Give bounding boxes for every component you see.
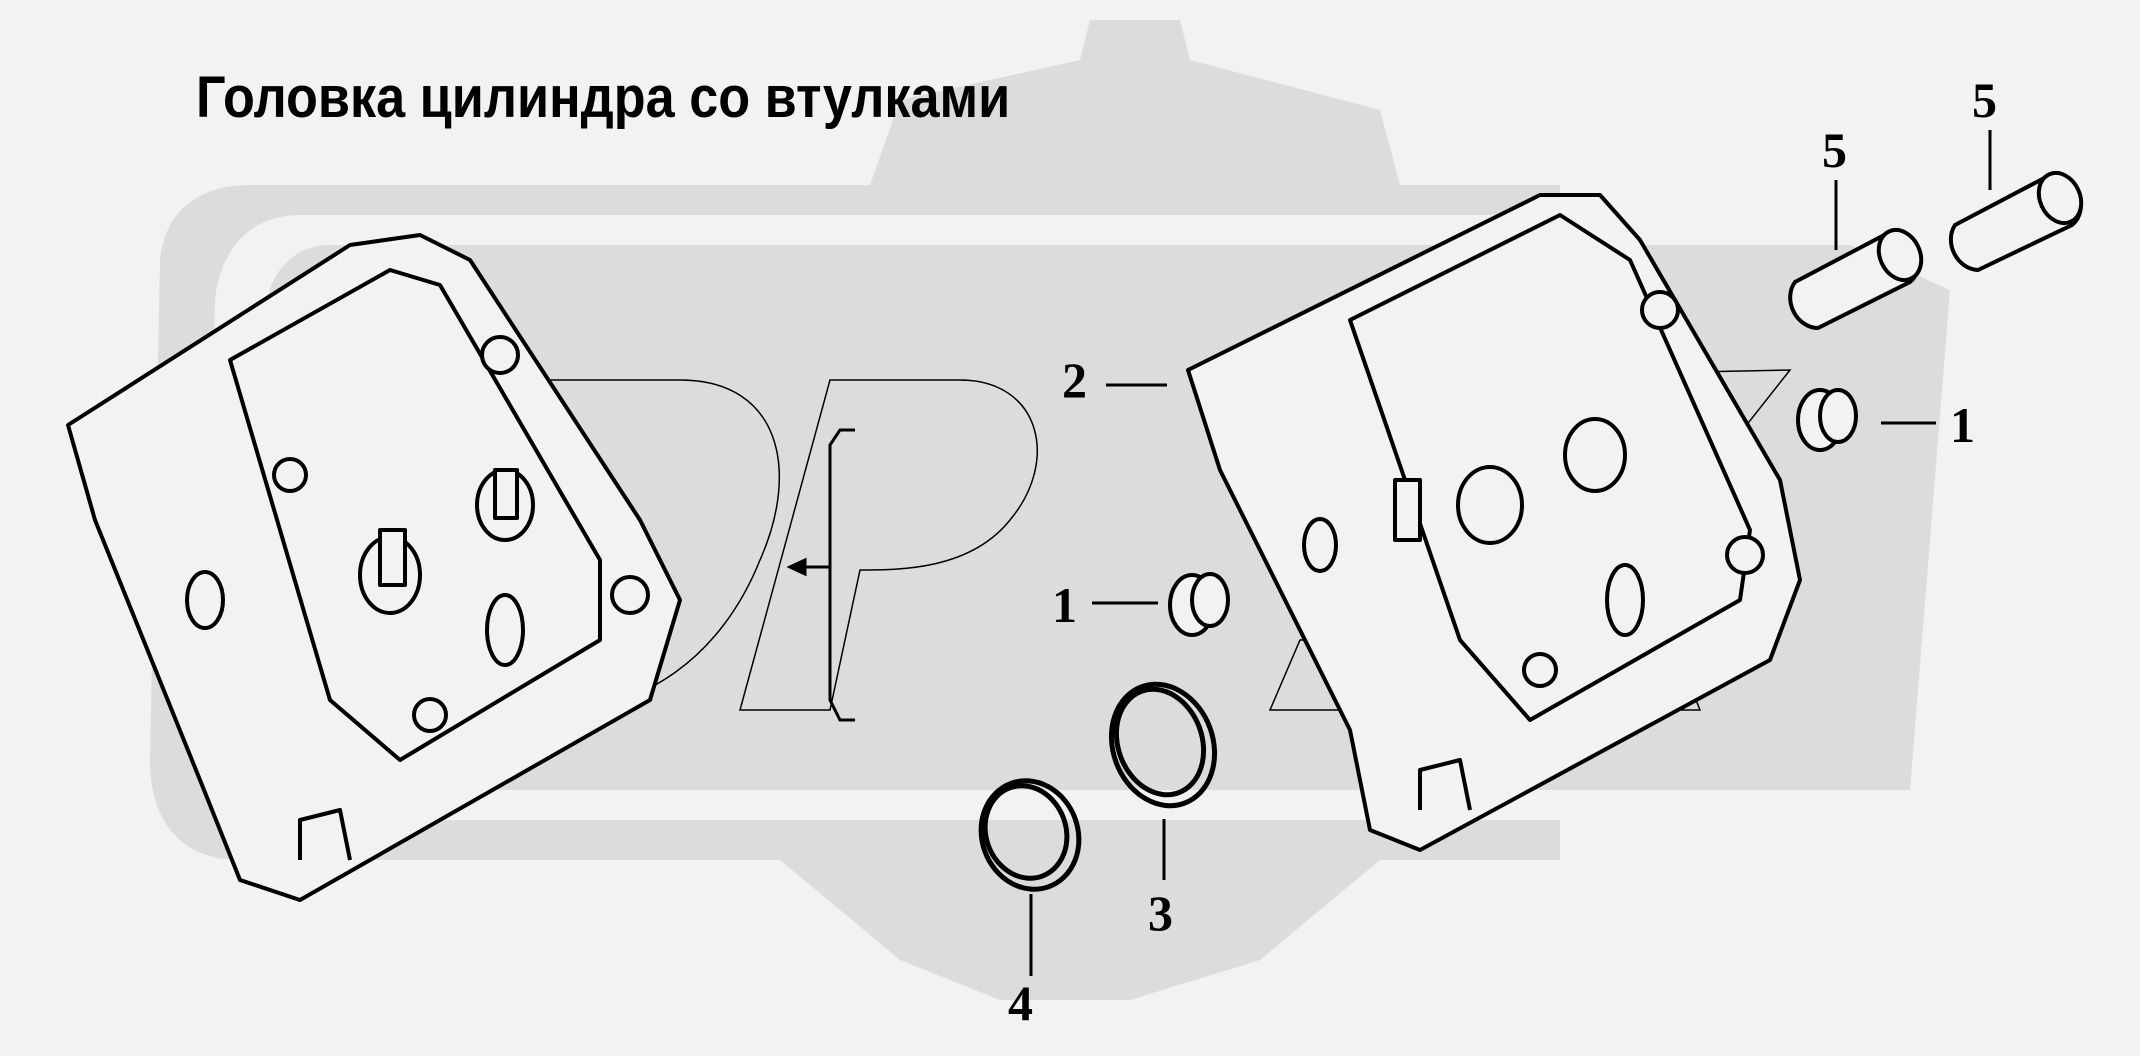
valve-guide-bushings <box>1788 170 2084 331</box>
plugs <box>1168 388 1858 637</box>
callout-5b: 5 <box>1972 72 1997 128</box>
callout-2: 2 <box>1062 352 1087 408</box>
callout-5a: 5 <box>1822 122 1847 178</box>
group-bracket <box>786 428 855 722</box>
callout-1b: 1 <box>1052 577 1077 633</box>
callout-3: 3 <box>1148 885 1173 941</box>
sleeve-rings <box>978 681 1218 892</box>
diagram-title: Головка цилиндра со втулками <box>196 65 1011 130</box>
callout-1a: 1 <box>1950 397 1975 453</box>
leader-lines <box>1029 130 1992 976</box>
callout-4: 4 <box>1008 975 1033 1031</box>
cylinder-head-right <box>1186 193 1802 852</box>
cylinder-head-left <box>66 233 682 902</box>
